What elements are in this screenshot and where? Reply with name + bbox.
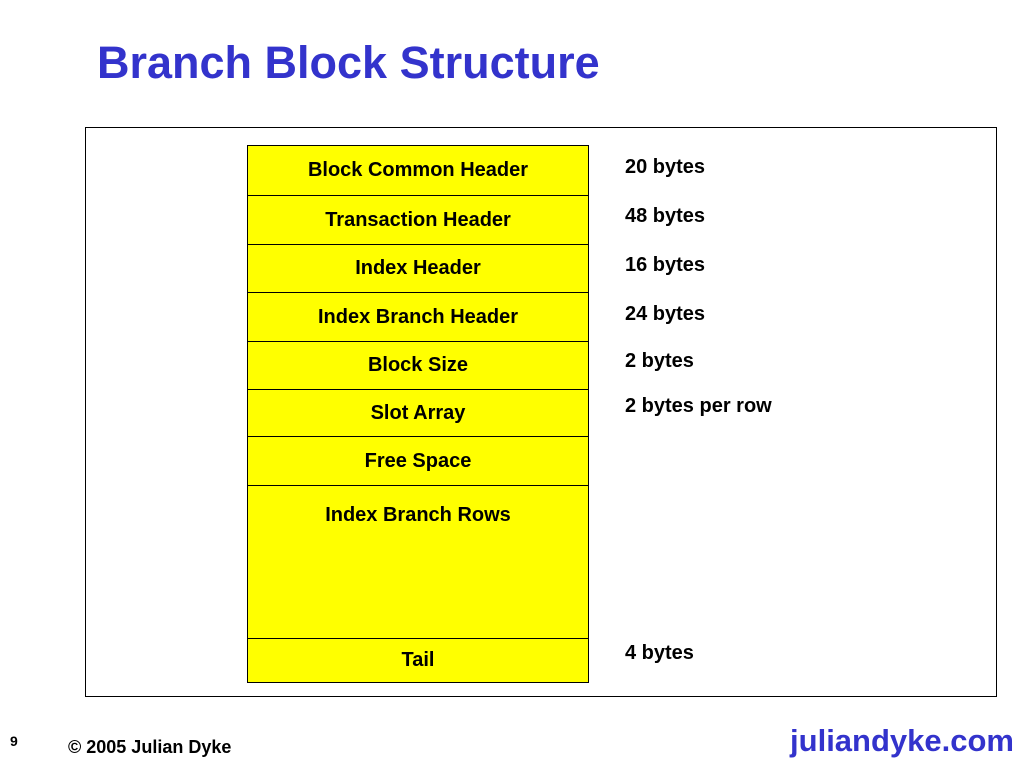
slide-title: Branch Block Structure: [97, 37, 600, 88]
size-label-index-branch-header: 24 bytes: [625, 303, 706, 325]
size-label-block-common-header: 20 bytes: [625, 156, 706, 178]
block-size: Block Size: [247, 341, 589, 390]
block-index-header: Index Header: [247, 244, 589, 293]
page-number: 9: [10, 733, 18, 749]
block-slot-array: Slot Array: [247, 389, 589, 437]
block-common-header: Block Common Header: [247, 145, 589, 196]
size-label-transaction-header: 48 bytes: [625, 205, 706, 227]
size-label-slot-array: 2 bytes per row: [625, 395, 772, 417]
block-tail: Tail: [247, 638, 589, 683]
block-free-space: Free Space: [247, 436, 589, 486]
block-transaction-header: Transaction Header: [247, 195, 589, 245]
block-index-branch-rows: Index Branch Rows: [247, 485, 589, 639]
copyright-notice: © 2005 Julian Dyke: [68, 737, 232, 757]
size-label-tail: 4 bytes: [625, 642, 694, 664]
size-label-index-header: 16 bytes: [625, 254, 706, 276]
size-label-block-size: 2 bytes: [625, 350, 694, 372]
diagram-frame: [85, 127, 997, 697]
block-index-branch-header: Index Branch Header: [247, 292, 589, 342]
site-link[interactable]: juliandyke.com: [790, 723, 1014, 758]
